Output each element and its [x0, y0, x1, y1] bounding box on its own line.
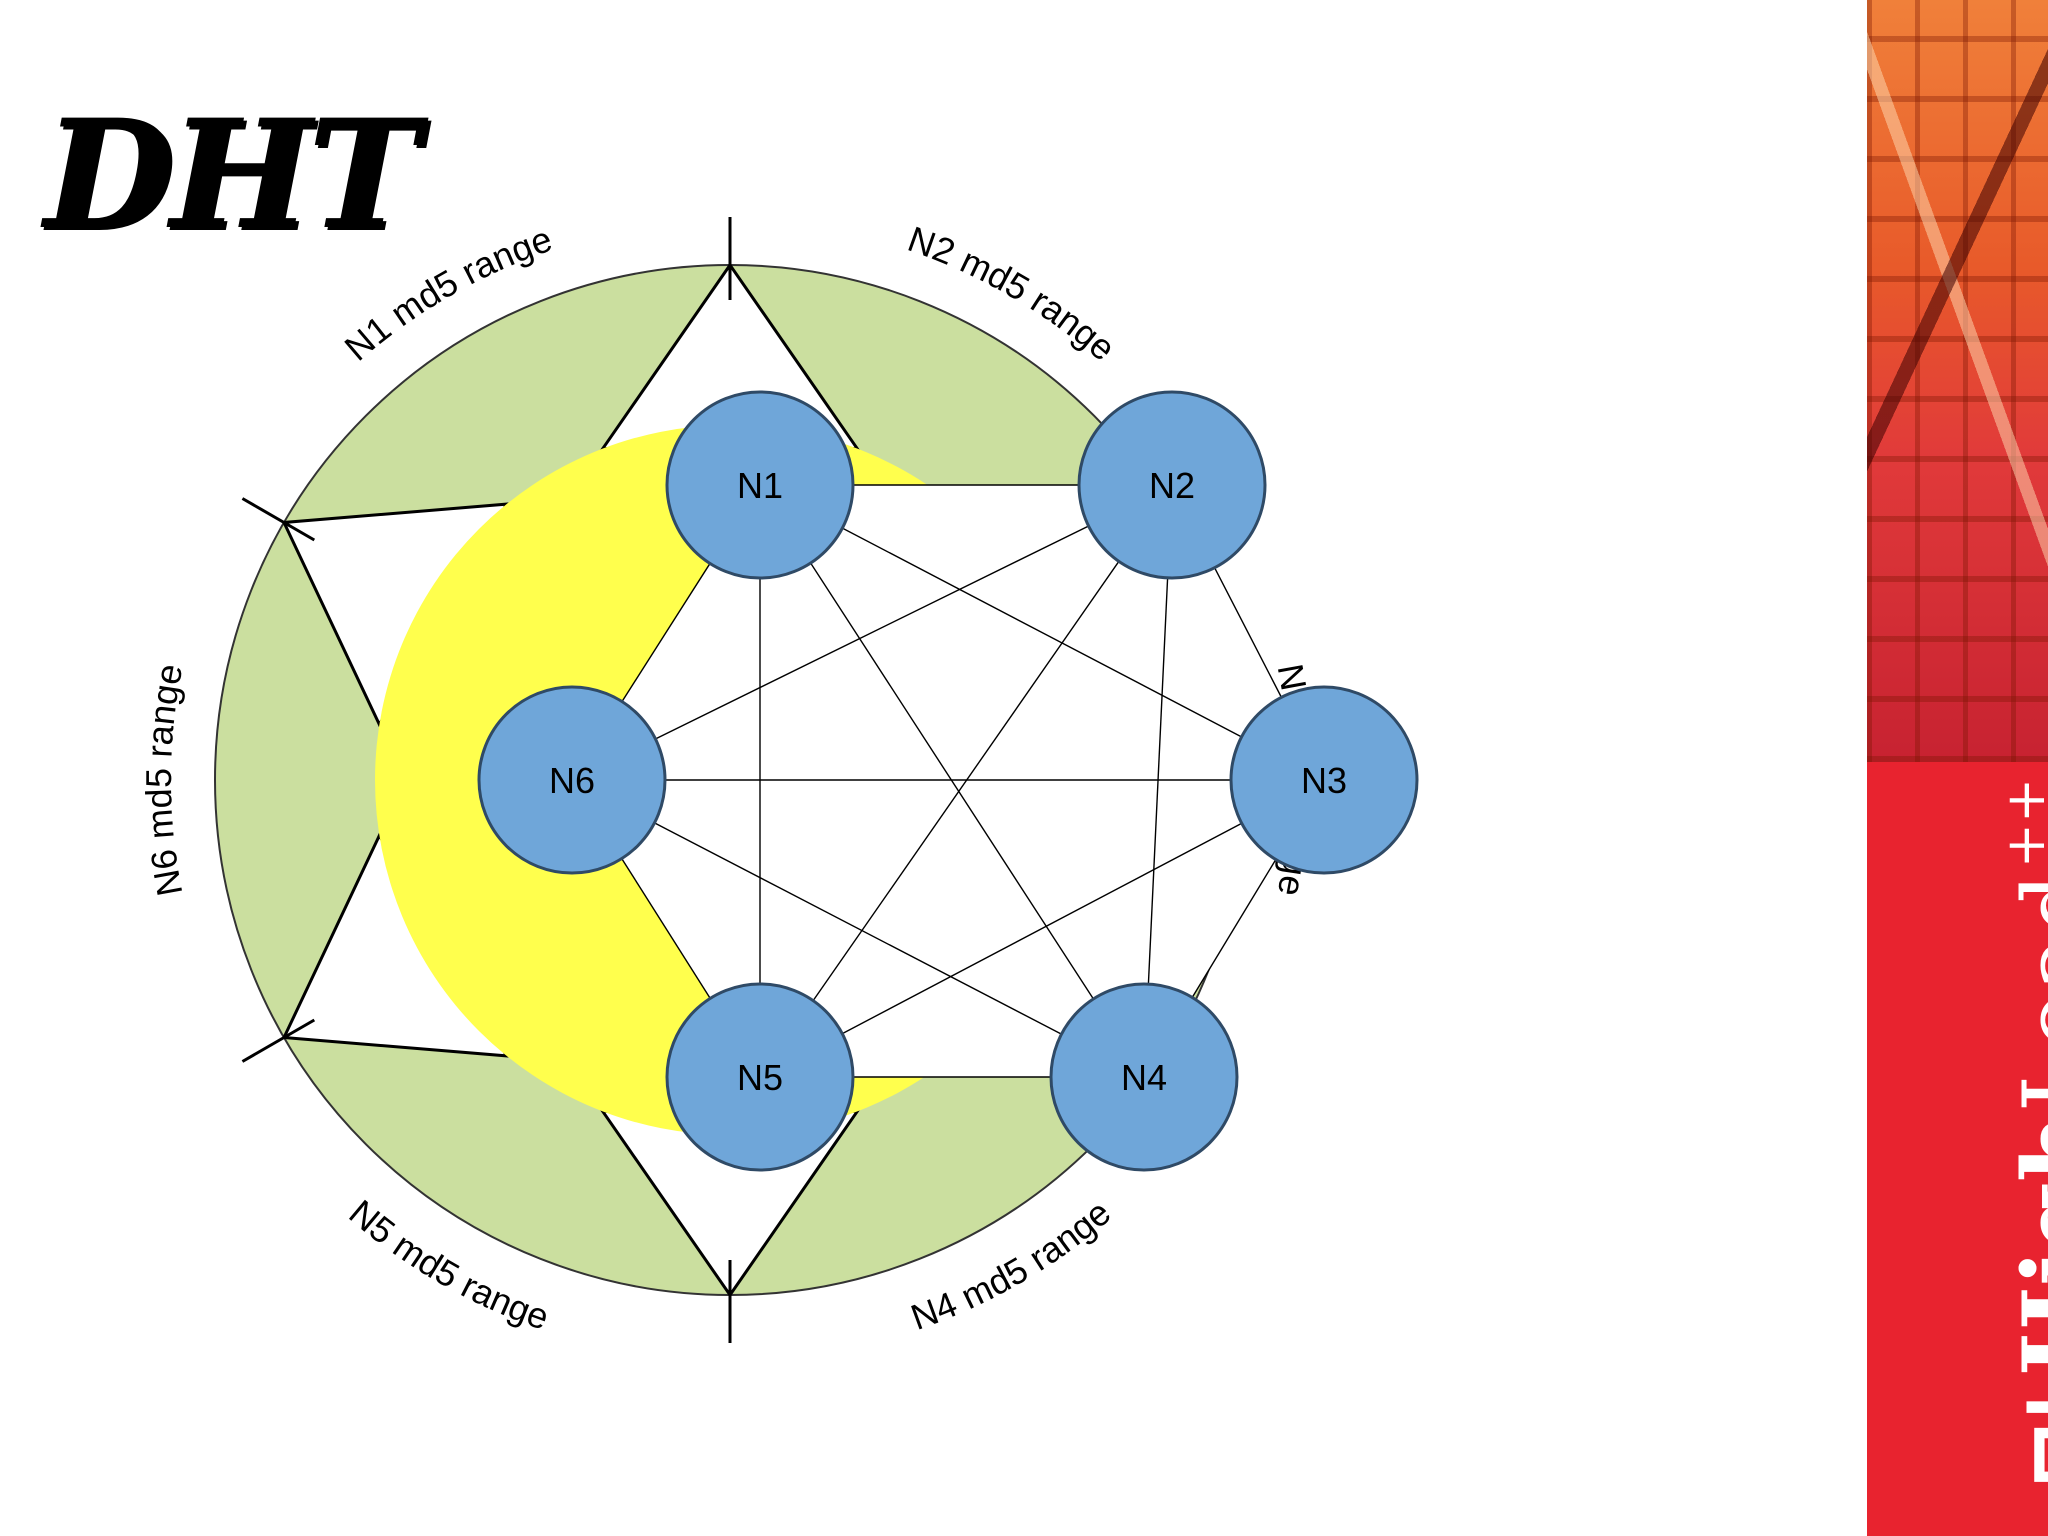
connection-line	[642, 816, 1080, 1044]
connection-line	[824, 518, 1254, 744]
brand-decorative-art	[1867, 0, 2048, 762]
node-label: N6	[549, 760, 595, 801]
connection-line	[614, 847, 722, 1016]
connection-line	[643, 516, 1107, 745]
connection-line	[830, 813, 1260, 1040]
brand-logo: ⊓| HighLoad++	[1994, 778, 2048, 1490]
range-divider-tick	[241, 1018, 316, 1063]
brand-name-light: Load	[2003, 872, 2048, 1113]
node-label: N5	[737, 1057, 783, 1098]
node-n4: N4	[1049, 982, 1239, 1172]
connection-line	[1204, 549, 1288, 710]
range-divider-tick	[241, 497, 316, 542]
connection-line	[1142, 557, 1170, 998]
node-circle	[1077, 390, 1267, 580]
node-n3: N3	[1229, 685, 1419, 875]
brand-mark-icon: ⊓|	[2012, 1394, 2048, 1490]
node-n2: N2	[1077, 390, 1267, 580]
brand-strip	[1867, 762, 2048, 1536]
range-label-n6: N6 md5 range	[138, 660, 190, 899]
node-circle	[665, 390, 855, 580]
node-circle	[1229, 685, 1419, 875]
slide-title: DHT	[44, 87, 419, 263]
node-n6: N6	[477, 685, 667, 875]
node-circle	[477, 685, 667, 875]
brand-name-bold: High	[2002, 1112, 2048, 1377]
brand-panel: ⊓| HighLoad++	[1867, 0, 2048, 1536]
brand-superscript: ++	[1994, 777, 2048, 869]
node-label: N1	[737, 465, 783, 506]
node-circle	[665, 982, 855, 1172]
node-label: N2	[1149, 465, 1195, 506]
connection-line	[1185, 842, 1287, 1009]
node-label: N4	[1121, 1057, 1167, 1098]
node-label: N3	[1301, 760, 1347, 801]
node-connections	[614, 478, 1288, 1084]
connection-line	[614, 546, 722, 713]
connection-line	[805, 544, 1131, 1012]
node-circle	[1049, 982, 1239, 1172]
connection-line	[799, 545, 1101, 1011]
node-n1: N1	[665, 390, 855, 580]
node-n5: N5	[665, 982, 855, 1172]
